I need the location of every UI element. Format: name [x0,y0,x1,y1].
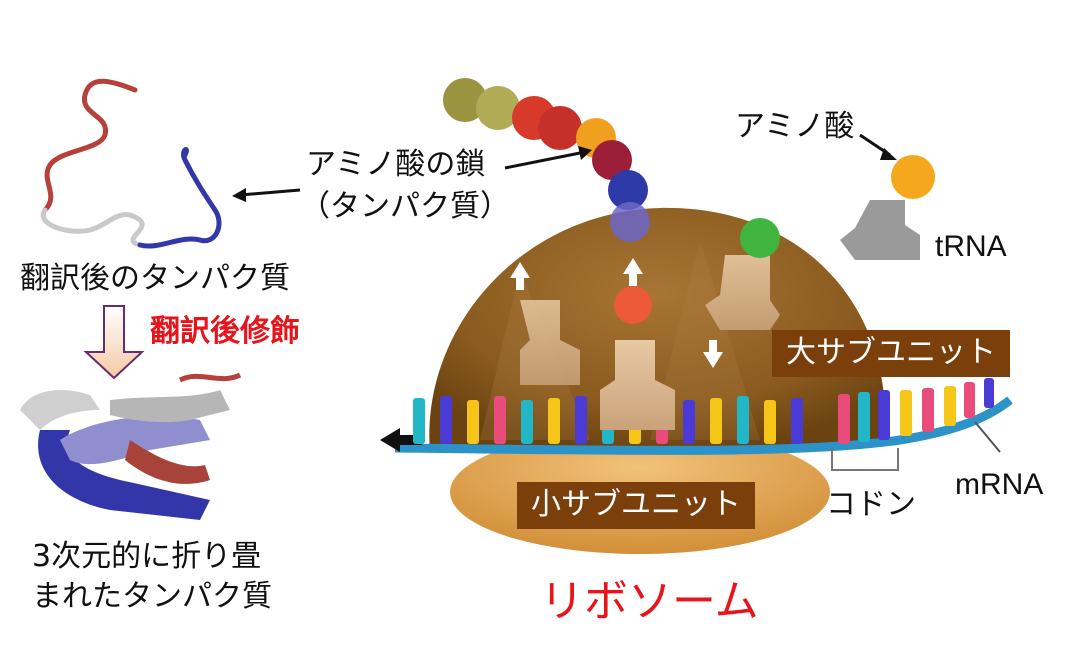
codon-bracket [831,448,899,471]
protein-after-translation-label: 翻訳後のタンパク質 [20,261,290,296]
codon-label: コドン [826,487,916,522]
trna-label: tRNA [935,230,1007,263]
trna-p-site [600,340,675,430]
mrna-backbone [394,396,1013,455]
folded-protein-label-line2: まれたタンパク質 [32,579,272,614]
mrna-direction-arrow-tail [398,435,422,445]
large-subunit-shape [429,207,885,454]
amino-acid-chain-label-line2: （タンパク質） [300,189,510,224]
amino-acid-label: アミノ酸 [735,109,855,144]
movement-arrows [510,258,723,368]
nucleotides [413,378,994,444]
small-subunit-label: 小サブユニット [517,482,755,529]
free-trna [840,155,935,260]
mrna-direction-arrow [380,428,400,452]
subunit-highlight [650,240,760,440]
mrna-label: mRNA [955,468,1044,501]
trna-a-site [705,255,780,330]
label-arrows [232,133,897,202]
mrna-pointer [974,421,1001,453]
trna-exit-site [520,300,580,385]
modification-arrow [83,305,145,380]
post-translational-modification-label: 翻訳後修飾 [150,314,300,349]
large-subunit-label: 大サブユニット [772,330,1010,377]
ribosome-title: リボソーム [540,576,759,627]
unfolded-protein [40,78,222,249]
amino-acid-chain [443,78,780,324]
folded-protein [20,372,242,520]
amino-acid-chain-label-line1: アミノ酸の鎖 [306,147,486,182]
folded-protein-label-line1: 3次元的に折り畳 [32,539,262,574]
